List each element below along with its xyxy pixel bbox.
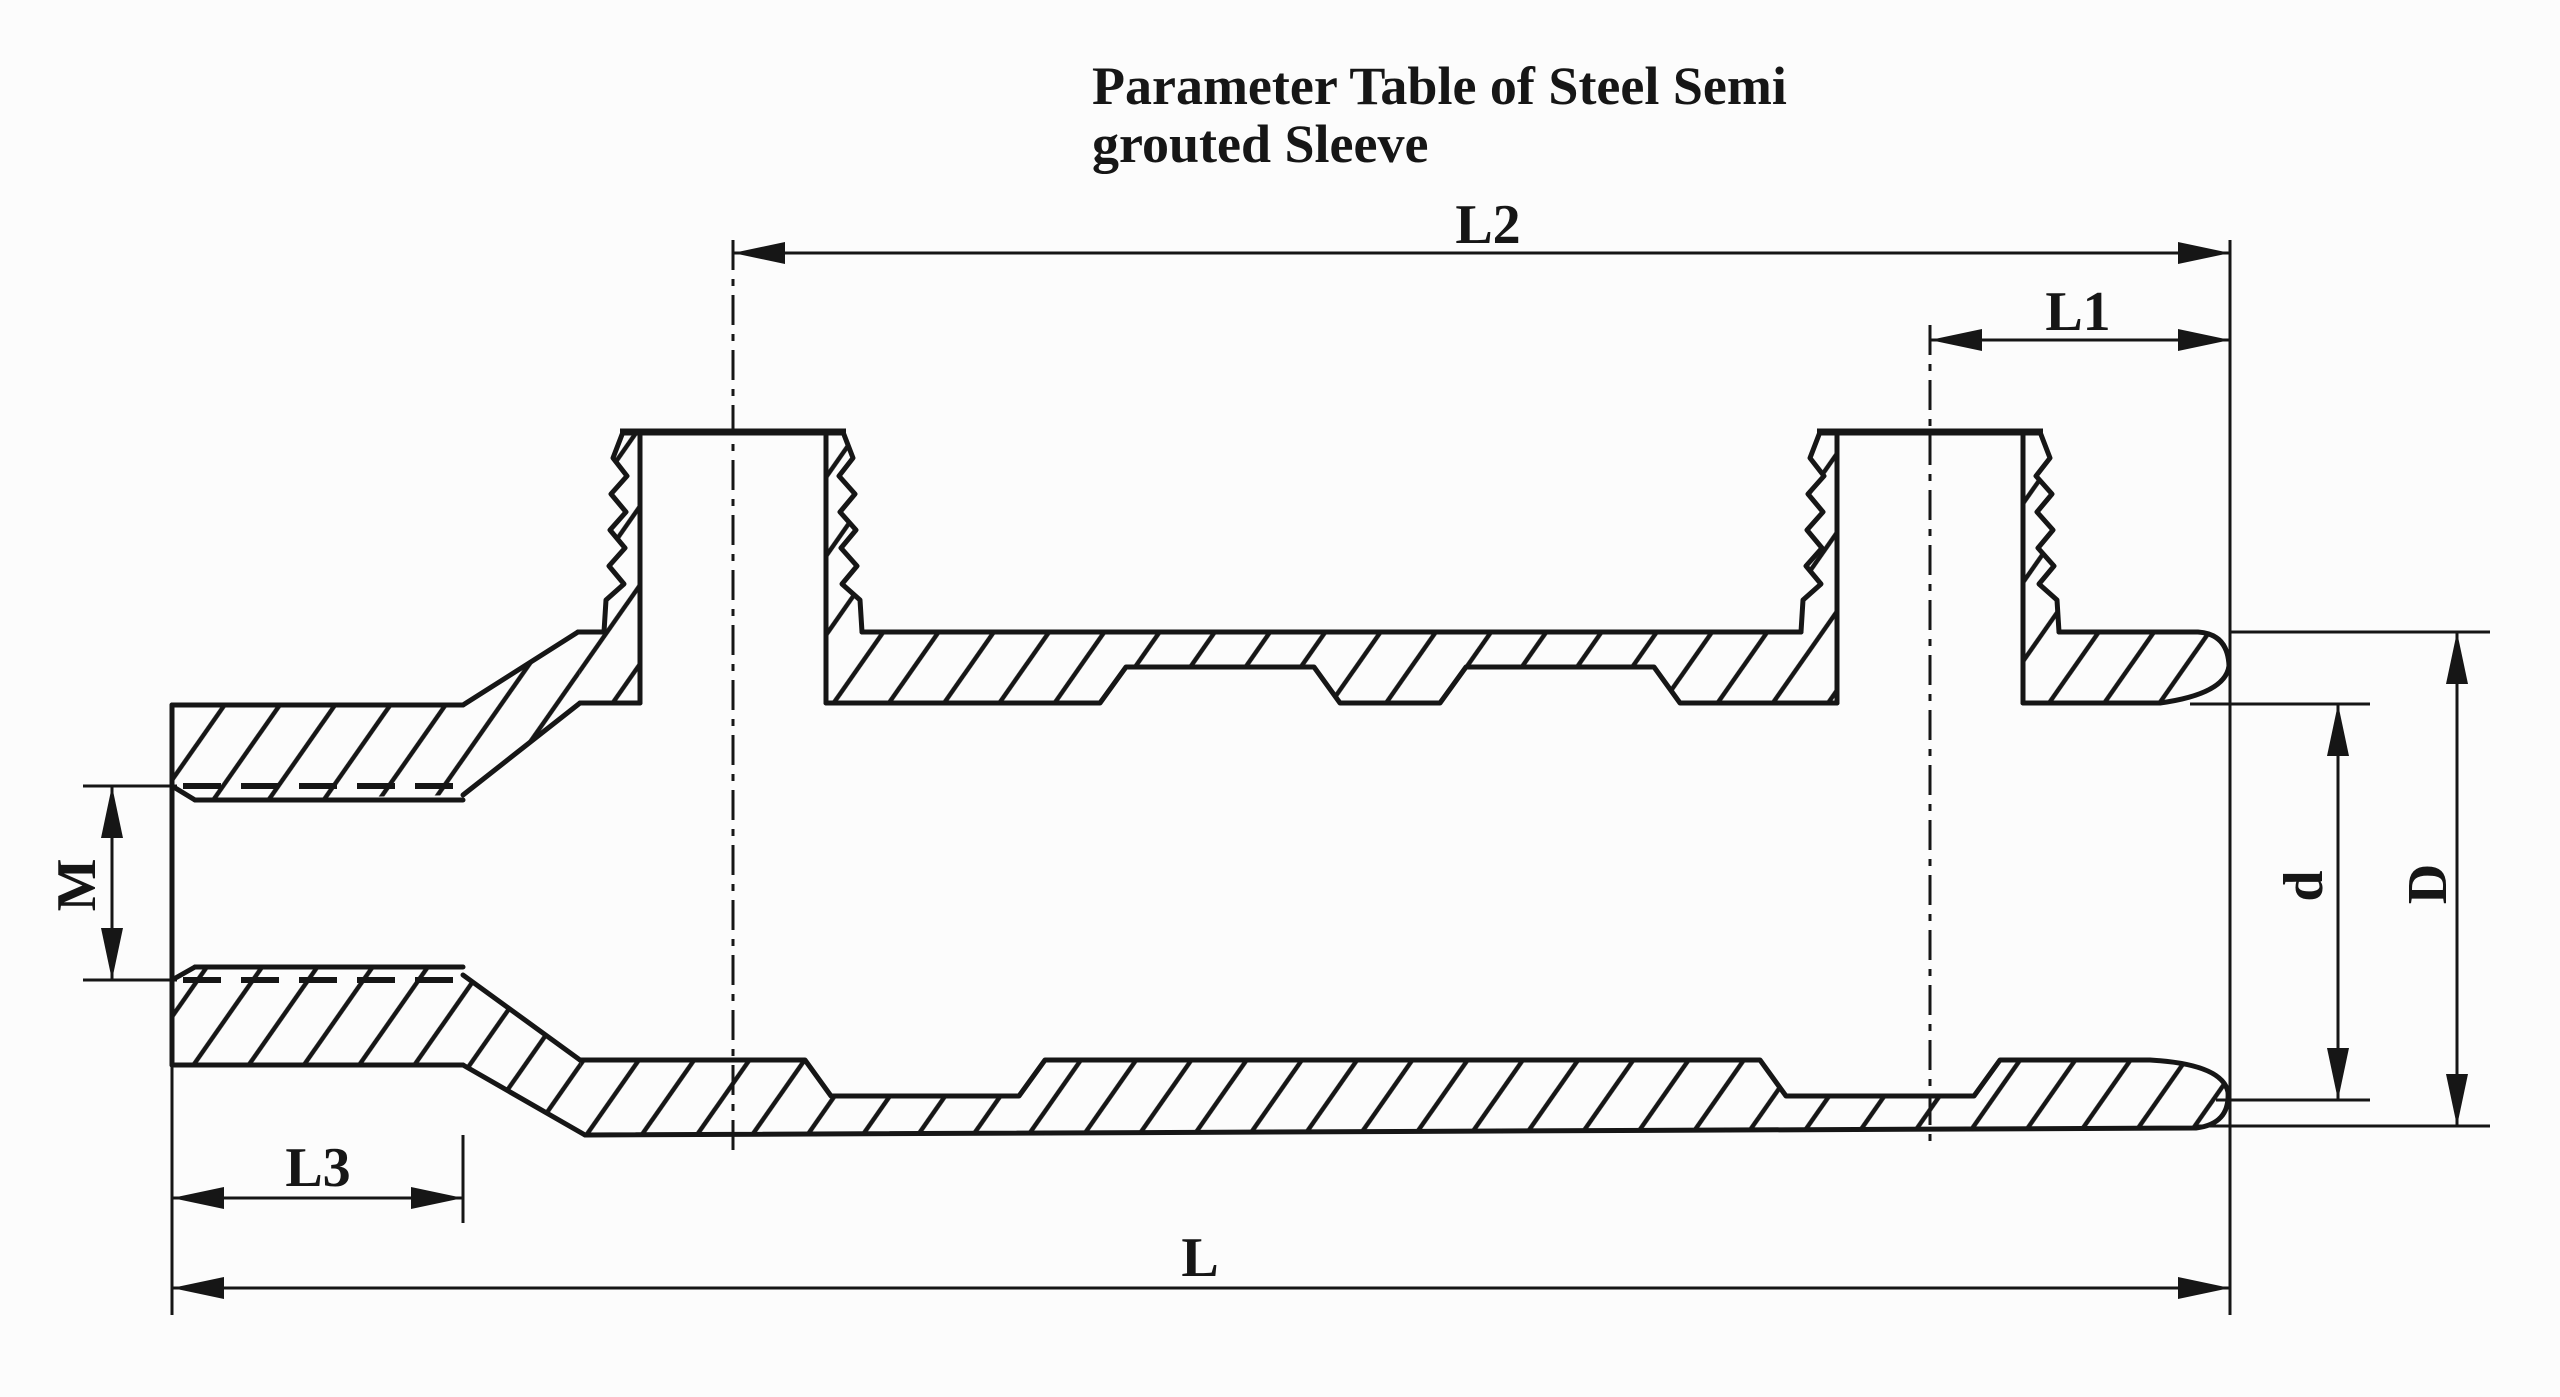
dimension-L3: L3 [172, 1135, 465, 1223]
dimension-L: L [170, 1065, 2230, 1315]
section-hatching [172, 432, 2229, 1135]
title-line-1: Parameter Table of Steel Semi [1092, 56, 1787, 116]
dimension-D: D [2196, 630, 2490, 1128]
dimension-L2: L2 [733, 194, 2230, 264]
dim-label-L: L [1181, 1227, 1218, 1289]
dim-label-L3: L3 [285, 1137, 350, 1199]
drawing-title: Parameter Table of Steel Semi grouted Sl… [1092, 56, 1787, 174]
dimension-d: d [2190, 702, 2370, 1102]
dim-label-D: D [2397, 864, 2459, 904]
dimension-L1: L1 [1930, 281, 2230, 351]
dim-label-M: M [46, 859, 108, 912]
dim-label-L1: L1 [2045, 281, 2110, 343]
title-line-2: grouted Sleeve [1092, 114, 1428, 174]
dim-label-L2: L2 [1455, 194, 1520, 256]
dim-label-d: d [2273, 870, 2335, 901]
centerlines [731, 240, 1932, 1150]
grout-port-2 [1798, 428, 2062, 706]
dimension-M: M [46, 784, 177, 982]
